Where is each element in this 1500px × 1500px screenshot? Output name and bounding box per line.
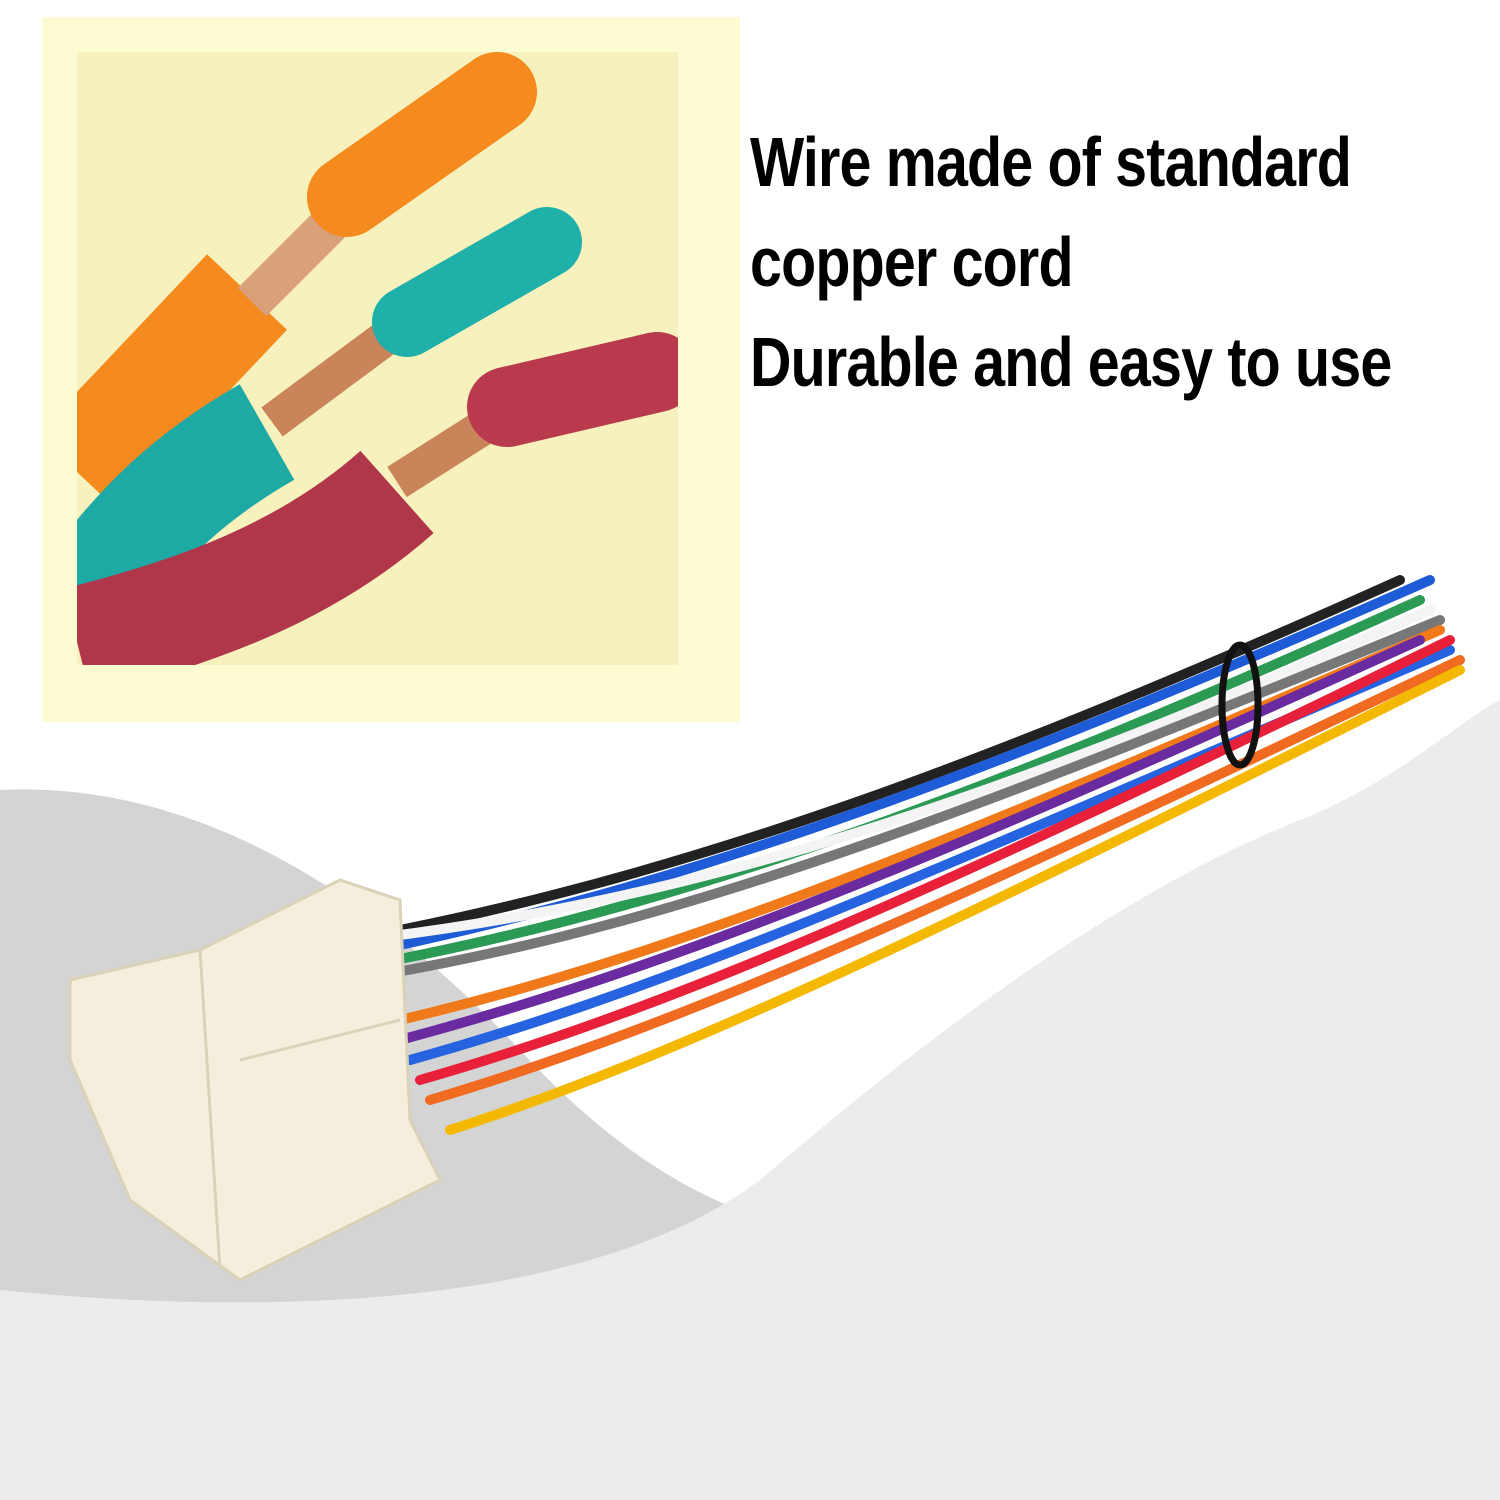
- wire-harness-image: [68, 575, 1465, 1282]
- red-wire: [77, 332, 678, 665]
- headline-line-1: Wire made of standard: [750, 123, 1352, 201]
- orange-wire: [77, 52, 537, 510]
- wire-closeup-image: [77, 52, 678, 665]
- headline-line-2: copper cord: [750, 223, 1074, 301]
- connector: [68, 878, 443, 1282]
- cable-ring: [1218, 641, 1262, 769]
- wire-bundle: [355, 575, 1465, 1135]
- headline: Wire made of standard copper cord Durabl…: [750, 112, 1490, 412]
- wire-closeup-frame: [42, 17, 740, 722]
- headline-line-3: Durable and easy to use: [750, 323, 1392, 401]
